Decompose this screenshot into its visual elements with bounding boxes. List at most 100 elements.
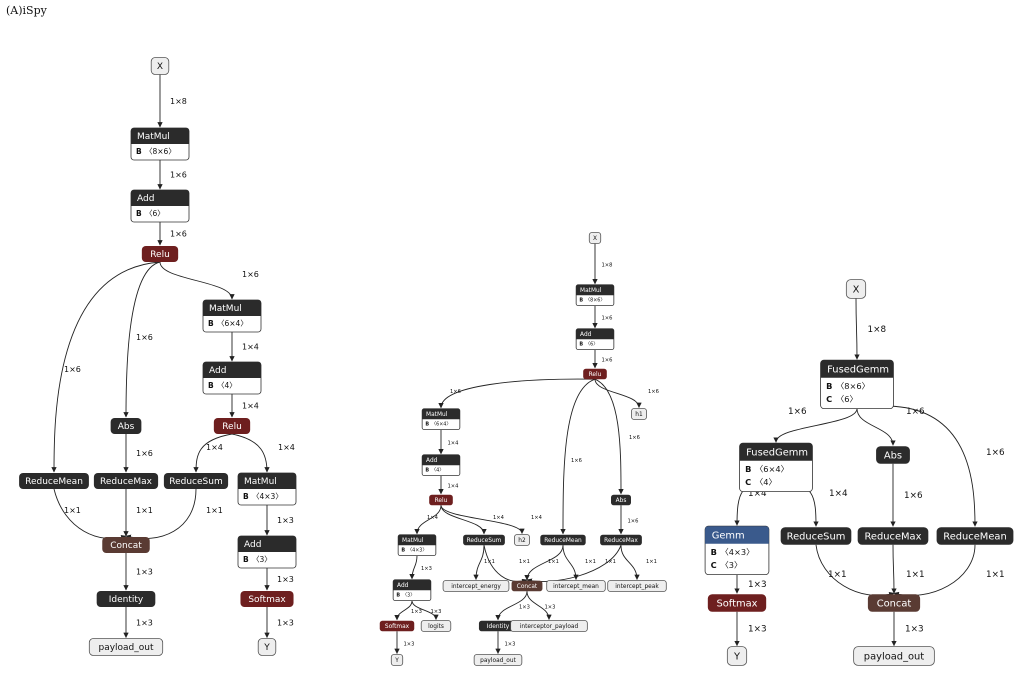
node-label: Softmax bbox=[385, 624, 410, 630]
edge-concat-to-interceptor-payload bbox=[526, 591, 552, 621]
node-reduce-mean[interactable]: ReduceMean bbox=[19, 473, 89, 489]
node-softmax[interactable]: Softmax bbox=[707, 594, 767, 612]
attr-key: B bbox=[579, 342, 583, 348]
node-abs[interactable]: Abs bbox=[110, 418, 142, 434]
attr-value: 〈4×3〉 bbox=[721, 547, 755, 557]
edge-relu-to-mat-mul2 bbox=[438, 378, 596, 409]
node-x[interactable]: X bbox=[588, 232, 602, 244]
node-softmax[interactable]: Softmax bbox=[240, 591, 294, 607]
node-identity[interactable]: Identity bbox=[96, 591, 156, 607]
node-y[interactable]: Y bbox=[726, 646, 748, 666]
edge-label: 1×4 bbox=[278, 443, 295, 452]
edge-label: 1×3 bbox=[431, 609, 442, 615]
node-y[interactable]: Y bbox=[390, 654, 404, 666]
node-header bbox=[576, 328, 614, 340]
edge-label: 1×3 bbox=[421, 566, 432, 572]
attr-key: B bbox=[396, 593, 400, 599]
node-label: ReduceSum bbox=[467, 538, 502, 544]
attr-key: C bbox=[745, 477, 751, 487]
node-payload-out[interactable]: payload_out bbox=[473, 654, 523, 666]
node-label: Concat bbox=[110, 541, 142, 551]
attr-value: 〈6×4〉 bbox=[755, 464, 789, 474]
node-concat[interactable]: Concat bbox=[102, 537, 150, 553]
node-identity[interactable]: Identity bbox=[478, 620, 518, 632]
node-reduce-sum[interactable]: ReduceSum bbox=[163, 473, 229, 489]
node-x[interactable]: X bbox=[845, 279, 867, 299]
node-concat[interactable]: Concat bbox=[867, 594, 921, 612]
attr-key: B bbox=[745, 464, 751, 474]
node-payload-out[interactable]: payload_out bbox=[88, 638, 164, 656]
edge-add3-to-logits bbox=[411, 600, 439, 621]
node-label: intercept_peak bbox=[615, 584, 659, 590]
node-relu[interactable]: Relu bbox=[141, 246, 179, 262]
node-x[interactable]: X bbox=[150, 57, 170, 75]
node-label: X bbox=[853, 285, 860, 296]
edge-reduce-sum-to-intercept-energy bbox=[473, 545, 485, 581]
attr-value: 〈4〉 bbox=[431, 468, 444, 474]
node-softmax[interactable]: Softmax bbox=[379, 620, 415, 632]
node-box bbox=[110, 418, 142, 434]
node-relu2[interactable]: Relu bbox=[429, 494, 453, 506]
edge-label: 1×6 bbox=[170, 230, 187, 239]
edge-label: 1×6 bbox=[64, 365, 81, 374]
node-label: ReduceMax bbox=[604, 538, 638, 544]
edge-label: 1×1 bbox=[828, 570, 847, 580]
node-intercept-peak[interactable]: intercept_peak bbox=[607, 580, 667, 592]
attr-key: B bbox=[826, 381, 832, 391]
node-intercept-mean[interactable]: intercept_mean bbox=[546, 580, 606, 592]
node-label: FusedGemm bbox=[827, 365, 889, 376]
attr-value: 〈4〉 bbox=[217, 381, 237, 390]
node-logits[interactable]: logits bbox=[420, 620, 452, 632]
node-box bbox=[611, 494, 631, 506]
node-concat[interactable]: Concat bbox=[511, 580, 543, 592]
node-abs[interactable]: Abs bbox=[611, 494, 631, 506]
node-reduce-max[interactable]: ReduceMax bbox=[857, 527, 929, 545]
edge-label: 1×1 bbox=[136, 506, 153, 515]
node-label: intercept_mean bbox=[553, 584, 599, 590]
node-h1[interactable]: h1 bbox=[631, 408, 647, 420]
edge-label: 1×6 bbox=[136, 449, 153, 458]
node-box bbox=[583, 368, 607, 380]
node-h2[interactable]: h2 bbox=[514, 534, 530, 546]
node-y[interactable]: Y bbox=[257, 638, 277, 656]
attr-key: B bbox=[208, 319, 214, 328]
node-reduce-mean[interactable]: ReduceMean bbox=[936, 527, 1014, 545]
node-payload-out[interactable]: payload_out bbox=[853, 646, 935, 666]
edge-add3-to-softmax bbox=[394, 600, 413, 621]
node-interceptor-payload[interactable]: interceptor_payload bbox=[510, 620, 588, 632]
node-label: X bbox=[593, 236, 597, 242]
io-node-box bbox=[546, 580, 606, 592]
node-abs[interactable]: Abs bbox=[876, 446, 910, 464]
attr-key: B bbox=[243, 492, 249, 501]
node-reduce-mean[interactable]: ReduceMean bbox=[540, 534, 586, 546]
node-relu2[interactable]: Relu bbox=[213, 418, 251, 434]
node-relu[interactable]: Relu bbox=[583, 368, 607, 380]
node-reduce-sum[interactable]: ReduceSum bbox=[780, 527, 852, 545]
node-reduce-max[interactable]: ReduceMax bbox=[600, 534, 642, 546]
node-reduce-max[interactable]: ReduceMax bbox=[93, 473, 159, 489]
node-label: MatMul bbox=[580, 288, 602, 294]
node-intercept-energy[interactable]: intercept_energy bbox=[442, 580, 510, 592]
node-box bbox=[379, 620, 415, 632]
node-reduce-sum[interactable]: ReduceSum bbox=[463, 534, 505, 546]
edge-label: 1×3 bbox=[905, 625, 924, 635]
edge-label: 1×1 bbox=[206, 506, 223, 515]
attr-value: 〈6〉 bbox=[145, 209, 165, 218]
